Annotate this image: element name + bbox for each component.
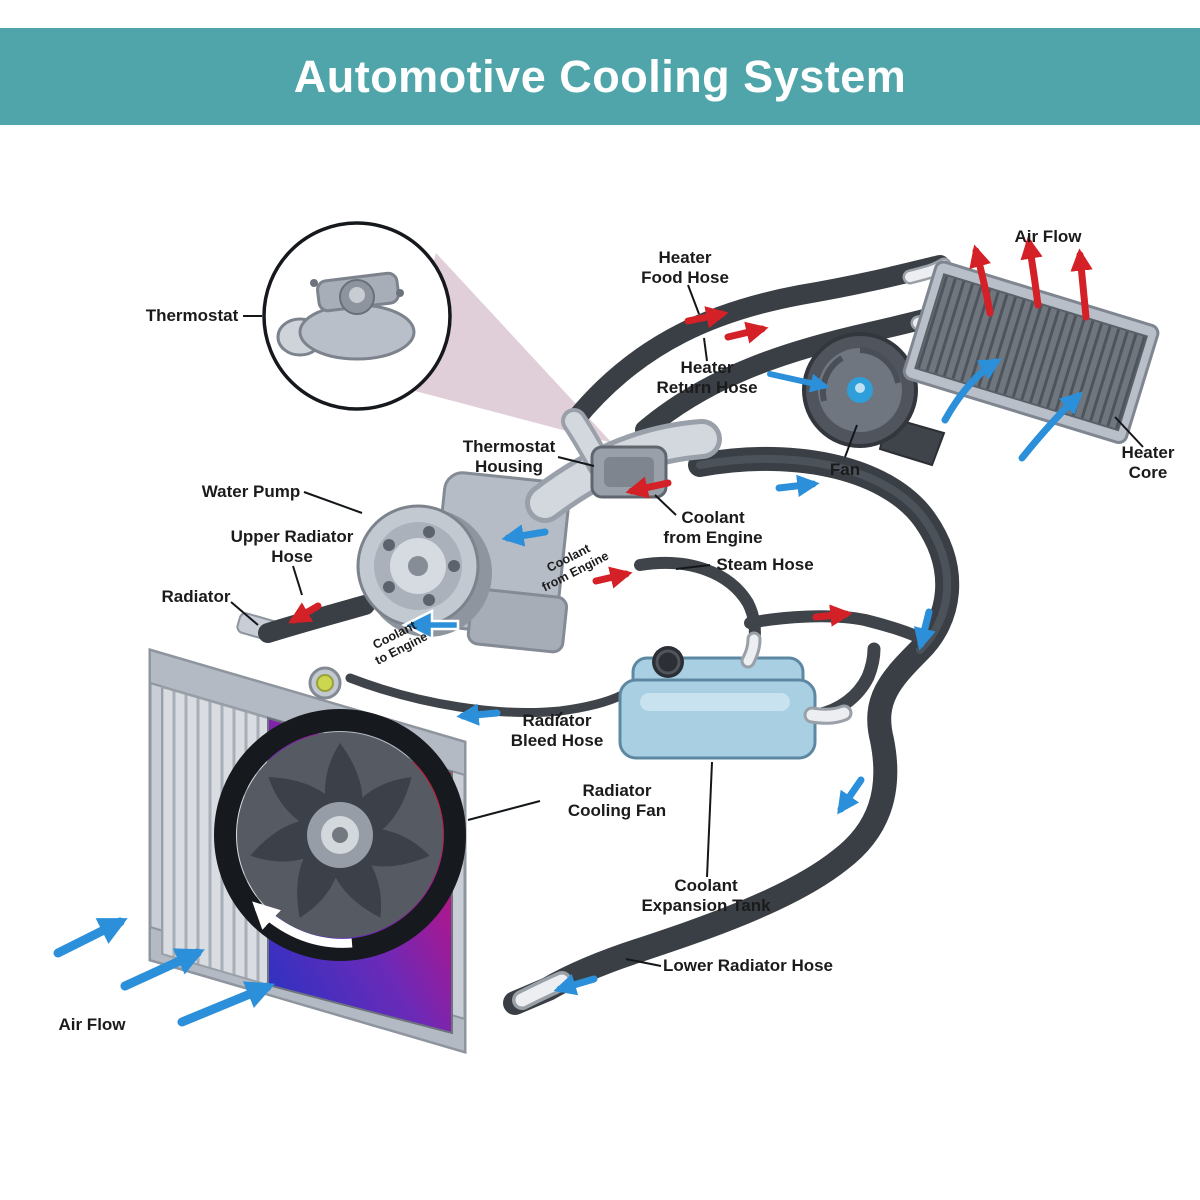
- thermostat-inset: [262, 221, 452, 411]
- hot-arrow: [288, 602, 322, 624]
- cold-arrow: [775, 474, 820, 497]
- cold-arrow: [501, 524, 549, 547]
- airflow-top-arrow: [1020, 236, 1043, 309]
- diagram-stage: Thermostat Heater Food Hose Heater Retur…: [0, 125, 1200, 1200]
- thermostat-part: [276, 271, 416, 361]
- heater-blower-fan: [802, 332, 946, 467]
- steam-hose-branch: [744, 610, 924, 643]
- airflow-top-arrow: [969, 244, 994, 317]
- cold-arrow: [837, 776, 865, 815]
- water-pump: [356, 504, 492, 637]
- radiator-cooling-fan: [214, 709, 466, 961]
- cold-arrow: [913, 608, 936, 651]
- magnifier-beam: [400, 253, 612, 443]
- cold-arrow-into-core: [941, 358, 1002, 424]
- title-banner: Automotive Cooling System: [0, 28, 1200, 125]
- upper-radiator-hose: [258, 595, 375, 643]
- hoses: [258, 255, 960, 1015]
- engine-assembly: [356, 408, 722, 654]
- cold-arrow: [456, 703, 501, 726]
- radiator-bleed-hose: [345, 673, 627, 717]
- hot-arrow: [592, 566, 633, 589]
- top-margin: [0, 0, 1200, 28]
- hot-arrow: [724, 321, 769, 344]
- leader-lines: [230, 284, 1144, 967]
- coolant-to-engine-arrow: [401, 608, 460, 642]
- airflow-bottom-arrow: [120, 948, 205, 991]
- hot-arrow: [684, 306, 729, 329]
- coolant-expansion-tank: [618, 646, 817, 760]
- page-title: Automotive Cooling System: [293, 50, 907, 102]
- cold-arrow-into-fan: [767, 371, 830, 393]
- hot-arrow: [625, 476, 672, 499]
- flow-arrows: [53, 236, 1093, 1027]
- airflow-bottom-arrow: [53, 917, 128, 958]
- cold-arrow-into-core: [1018, 391, 1083, 462]
- airflow-top-arrow: [1070, 248, 1093, 321]
- cooling-system-illustration: [53, 221, 1160, 1055]
- airflow-bottom-arrow: [177, 981, 275, 1027]
- steam-hose: [634, 556, 761, 651]
- heater-feed-hose: [565, 255, 950, 430]
- hot-arrow: [812, 604, 853, 627]
- heater-core-part: [902, 257, 1160, 445]
- fan-rotation-arrow: [252, 901, 353, 948]
- radiator: [148, 612, 467, 1055]
- cold-arrow: [553, 973, 598, 996]
